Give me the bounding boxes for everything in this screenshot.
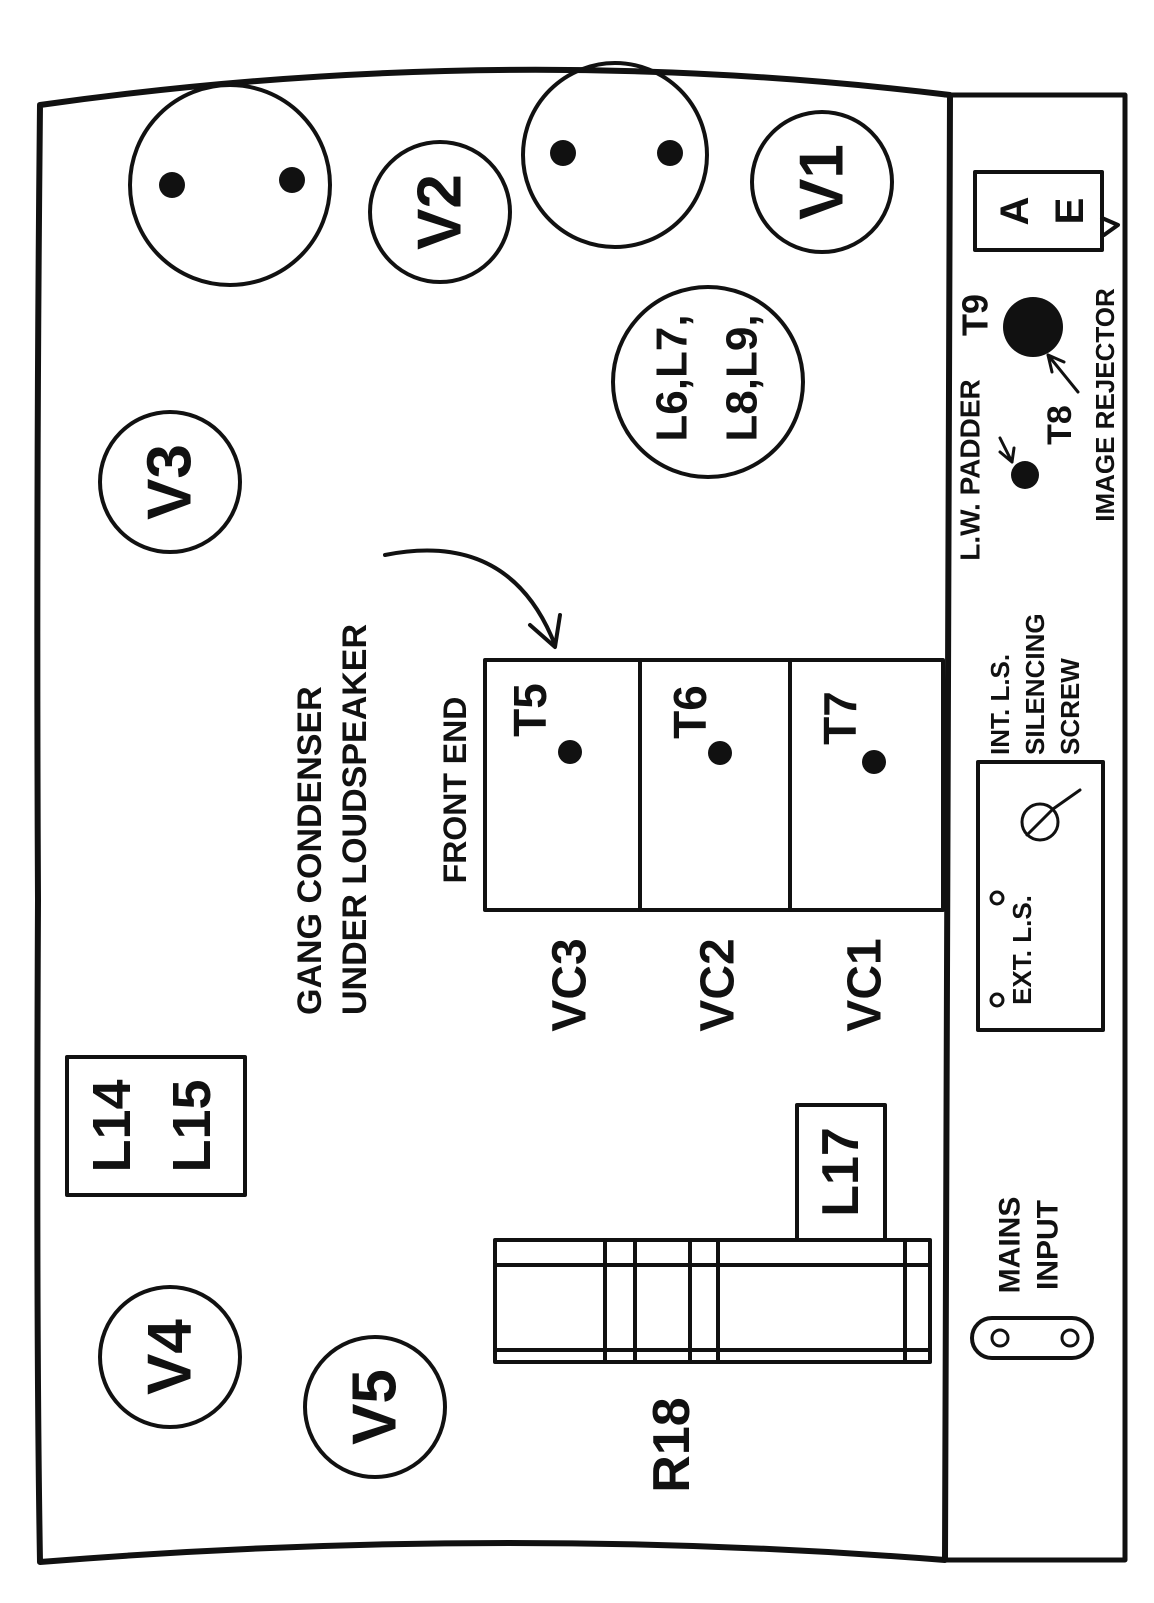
gang-section-vc1: VC1	[839, 938, 892, 1031]
image-rejector-arrow	[1046, 353, 1080, 394]
speaker-socket-panel: EXT. L.S.	[976, 760, 1105, 1032]
trimmer-t6-dot	[708, 741, 732, 765]
resistor-r18-label: R18	[643, 1397, 701, 1492]
valve-v5-label: V5	[341, 1369, 410, 1445]
trimmer-t7-dot	[862, 750, 886, 774]
valve-v4-label: V4	[136, 1319, 205, 1395]
aerial-earth-terminal: A E	[973, 170, 1120, 252]
gang-condenser-subheading: UNDER LOUDSPEAKER	[336, 624, 374, 1015]
gang-condenser: T5 T6 T7	[483, 658, 945, 912]
gang-condenser-heading: GANG CONDENSER	[291, 686, 329, 1015]
gang-pointer-arrow	[383, 548, 562, 649]
int-ls-label: INT. L.S.	[985, 654, 1015, 755]
coil-box-l14-l15: L14 L15	[65, 1055, 247, 1197]
valve-v5: V5	[303, 1335, 447, 1479]
ext-ls-label: EXT. L.S.	[1007, 895, 1037, 1005]
coil-l14-label: L14	[82, 1079, 142, 1172]
terminal-a-label: A	[993, 197, 1037, 226]
valve-v2-label: V2	[406, 174, 475, 250]
trimmer-t6-label: T6	[664, 685, 716, 739]
image-rejector-label: IMAGE REJECTOR	[1090, 288, 1120, 522]
valve-v4: V4	[98, 1285, 242, 1429]
ext-ls-socket-2	[989, 992, 1005, 1008]
trimmer-t9-label: T9	[955, 294, 996, 336]
trimmer-t5-dot	[558, 740, 582, 764]
valve-base-upper	[128, 83, 332, 287]
mains-input-socket	[970, 1316, 1094, 1360]
trimmer-t9	[1003, 297, 1063, 357]
valve-v3-label: V3	[136, 444, 205, 520]
valve-v1: V1	[750, 110, 894, 254]
silencing-label: SILENCING	[1020, 613, 1050, 755]
gang-section-vc3: VC3	[544, 938, 597, 1031]
coil-can-l6-l9: L6,L7, L8,L9,	[611, 285, 805, 479]
terminal-e-label: E	[1048, 198, 1092, 225]
chassis-outline	[34, 66, 953, 1565]
coil-l6-l7-label: L6,L7,	[648, 314, 697, 441]
mains-label: MAINS	[994, 1197, 1027, 1294]
valve-base-lower	[521, 61, 709, 249]
trimmer-t5-label: T5	[504, 683, 556, 737]
trimmer-t8-label: T8	[1041, 405, 1079, 445]
coil-l17-label: L17	[812, 1127, 870, 1217]
ext-ls-socket-1	[989, 890, 1005, 906]
screw-label: SCREW	[1055, 658, 1085, 755]
valve-v1-label: V1	[788, 144, 857, 220]
resistor-r18: R18	[493, 1238, 932, 1493]
coil-l8-l9-label: L8,L9,	[718, 314, 767, 441]
silencing-screw-icon	[1020, 788, 1082, 842]
side-panel	[942, 92, 1128, 1563]
front-end-label: FRONT END	[437, 697, 473, 884]
coil-box-l17: L17	[795, 1103, 887, 1242]
input-label: INPUT	[1032, 1200, 1065, 1290]
trimmer-t7-label: T7	[814, 691, 866, 745]
trimmer-t8	[1011, 461, 1039, 489]
lw-padder-arrow	[998, 436, 1016, 464]
lw-padder-label: L.W. PADDER	[955, 379, 986, 560]
valve-v3: V3	[98, 410, 242, 554]
valve-v2: V2	[368, 140, 512, 284]
gang-section-vc2: VC2	[692, 938, 745, 1031]
coil-l15-label: L15	[162, 1079, 222, 1172]
